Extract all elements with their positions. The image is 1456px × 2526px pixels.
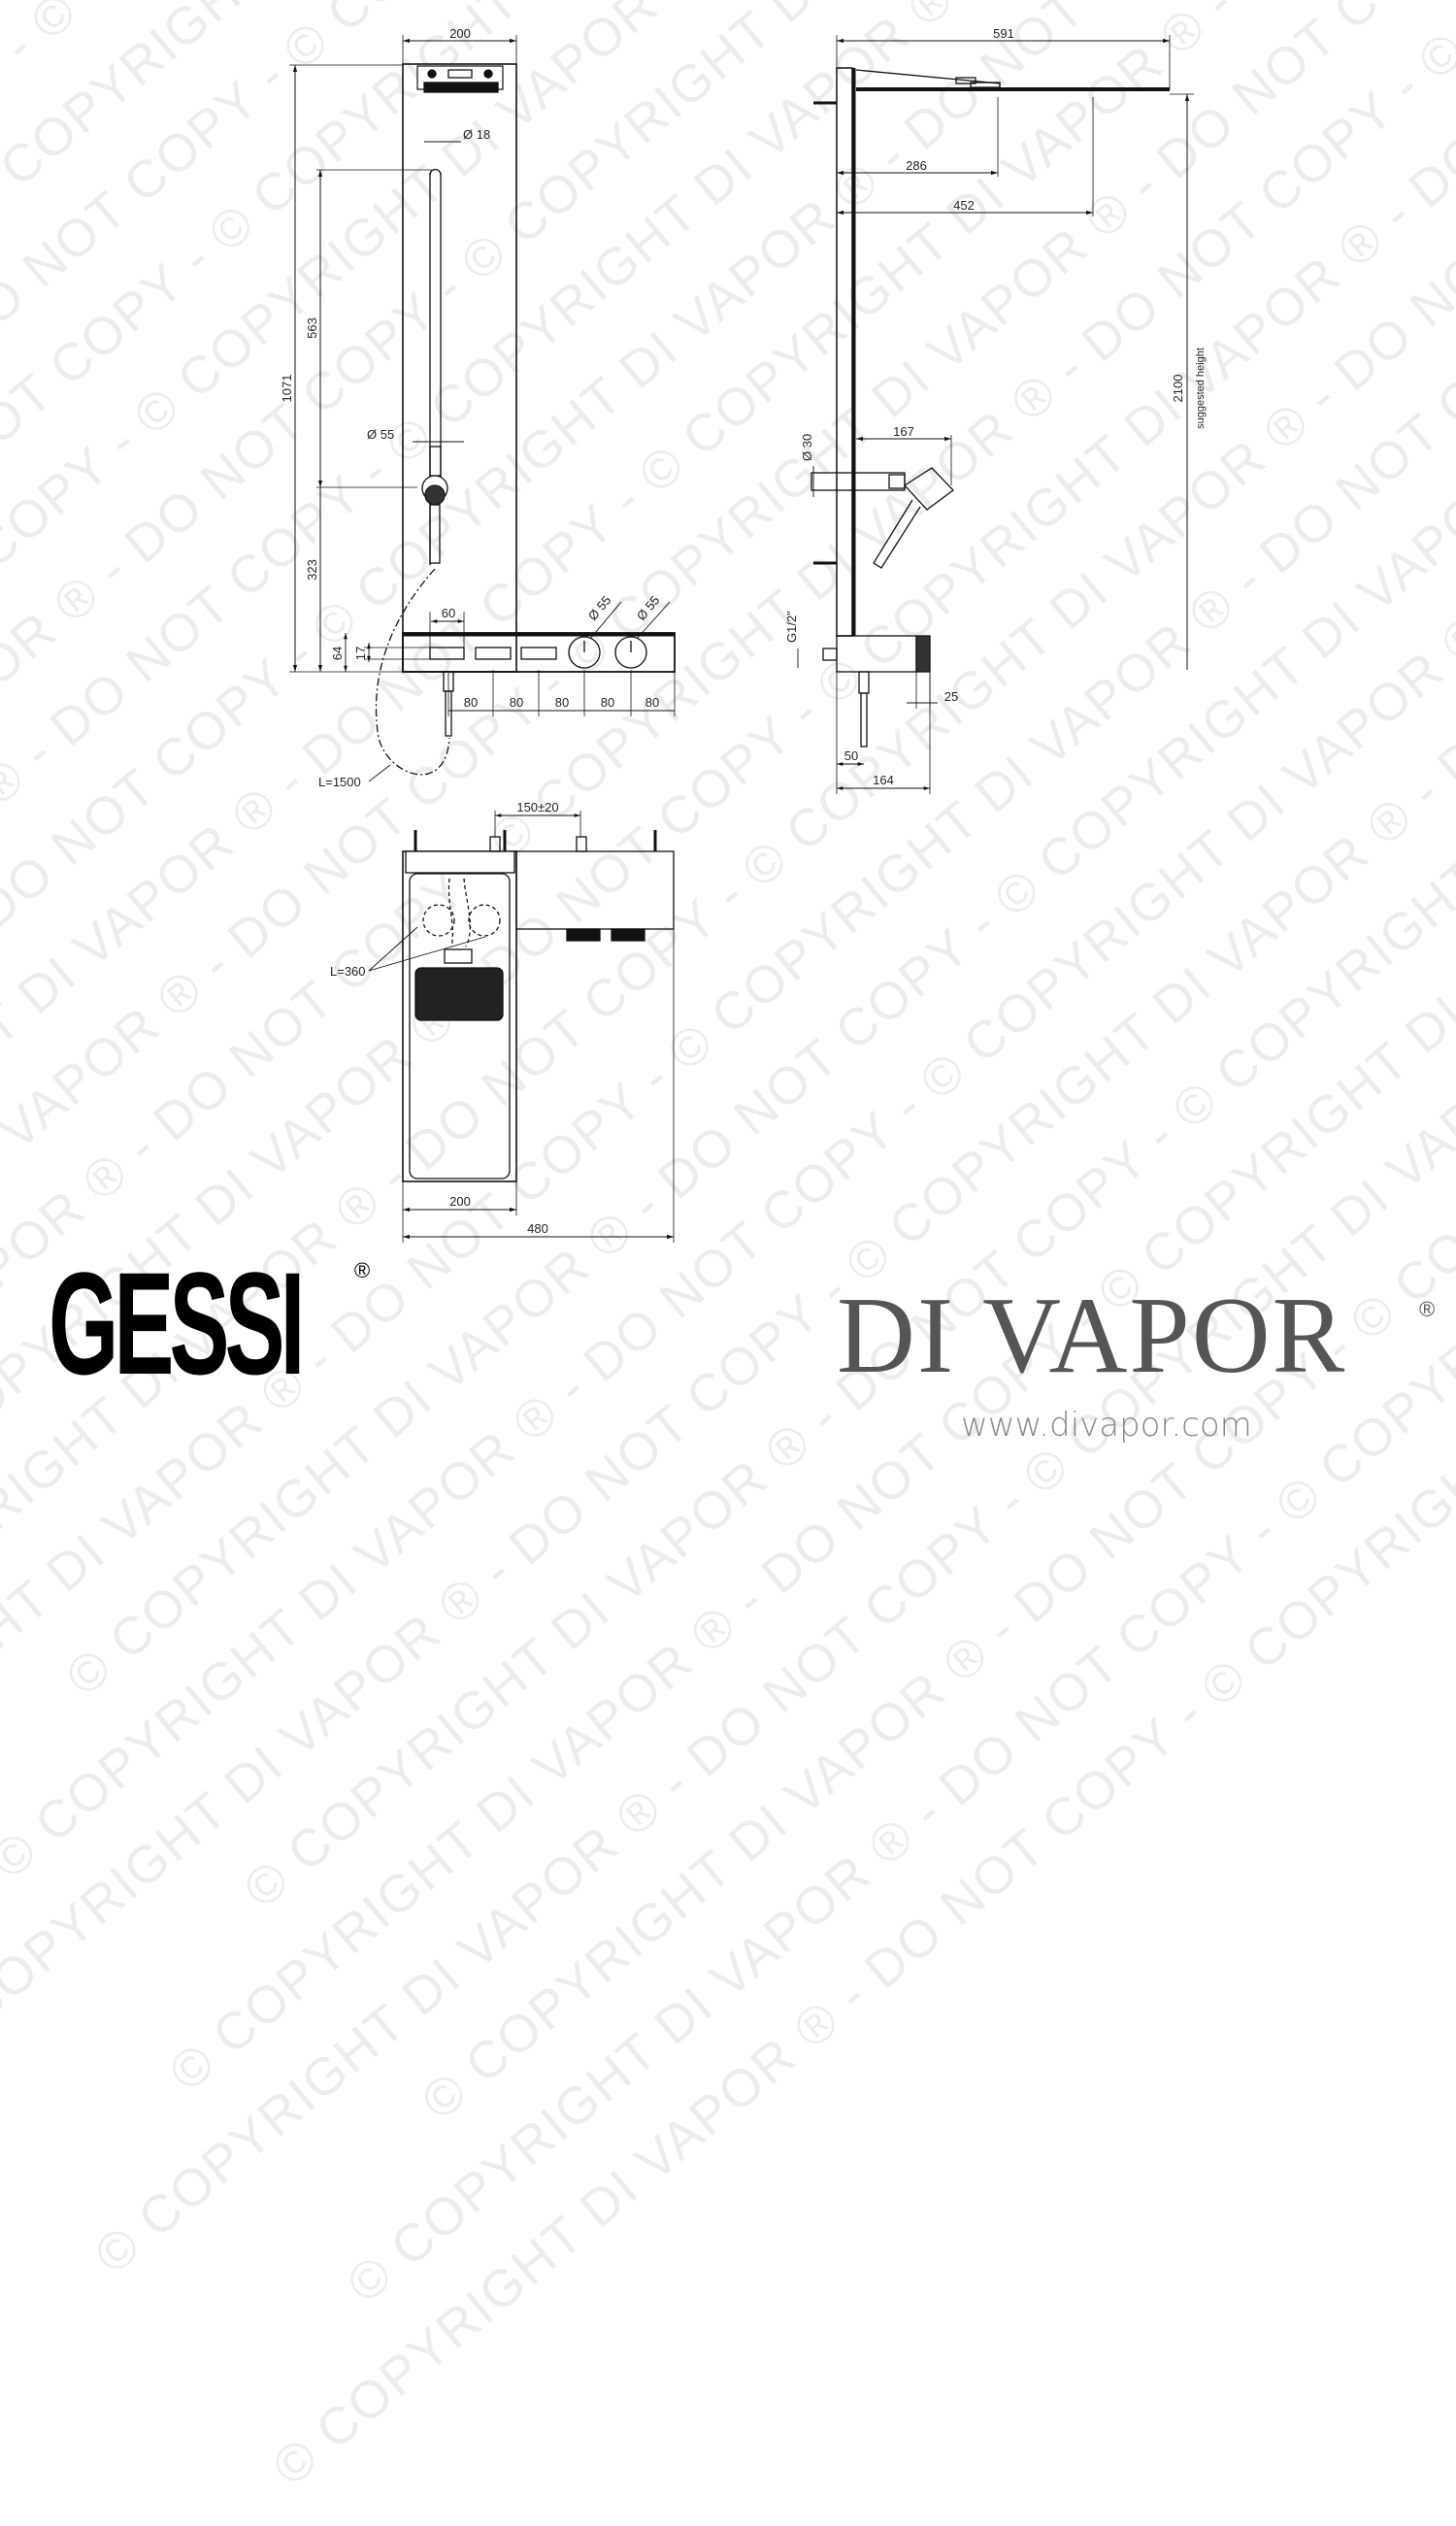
dim-total-width: 480 (527, 1221, 548, 1236)
hose-length-label: L=1500 (318, 775, 361, 789)
dim-spacing-3: 80 (555, 695, 569, 710)
dim-overall-depth: 591 (993, 26, 1014, 41)
side-view (797, 35, 1194, 794)
gessi-logo: GESSI (49, 1242, 305, 1405)
dim-width-top: 200 (449, 26, 471, 41)
dim-handshower-diameter: Ø 55 (367, 427, 394, 442)
top-view (368, 811, 675, 1243)
dim-inlet-thread: G1/2" (784, 611, 799, 643)
dim-button-width: 60 (442, 606, 455, 620)
divapor-logo: DI VAPOR (837, 1276, 1347, 1396)
top-view-labels: 150±20 L=360 200 480 (330, 800, 559, 1236)
dim-total-height: 1071 (280, 375, 294, 403)
side-view-labels: 591 286 452 2100 suggested height 167 Ø … (784, 26, 1207, 787)
dim-spacing-5: 80 (645, 695, 659, 710)
divapor-registered-mark: ® (1419, 1297, 1436, 1321)
website-url: www.divapor.com (961, 1406, 1252, 1445)
dim-knob-diameter-2: Ø 55 (634, 593, 663, 623)
dim-shelf-height: 64 (330, 647, 345, 660)
dim-shelf-depth: 164 (873, 773, 894, 787)
dim-rail-length: 563 (305, 317, 319, 339)
dim-spacing-2: 80 (510, 695, 523, 710)
dim-inlet-spacing: 150±20 (516, 800, 558, 814)
dim-spacing-1: 80 (464, 695, 478, 710)
front-view (289, 35, 676, 782)
front-view-labels: 200 Ø 18 1071 563 Ø 55 323 60 64 17 Ø 55… (280, 26, 662, 789)
dim-suggested-height-value: 2100 (1171, 375, 1185, 403)
dim-rail-diameter: Ø 18 (463, 127, 490, 142)
drawing-canvas: 200 Ø 18 1071 563 Ø 55 323 60 64 17 Ø 55… (280, 26, 1207, 1243)
dim-outlet-offset: 50 (844, 748, 858, 763)
hose-length-label-top: L=360 (330, 964, 366, 979)
dim-lower-height: 323 (305, 559, 319, 581)
dim-spacing-4: 80 (601, 695, 614, 710)
suggested-height-label: suggested height (1195, 348, 1207, 429)
dim-knob-depth: 25 (944, 689, 958, 704)
dim-head-offset-1: 286 (906, 158, 927, 173)
dim-handshower-projection: 167 (893, 424, 914, 439)
gessi-registered-mark: ® (354, 1258, 371, 1282)
dim-head-offset-2: 452 (953, 198, 975, 213)
dim-button-height: 17 (353, 647, 368, 660)
dim-pipe-diameter: Ø 30 (800, 434, 814, 461)
dim-column-width: 200 (449, 1194, 471, 1209)
dim-knob-diameter-1: Ø 55 (585, 593, 614, 623)
